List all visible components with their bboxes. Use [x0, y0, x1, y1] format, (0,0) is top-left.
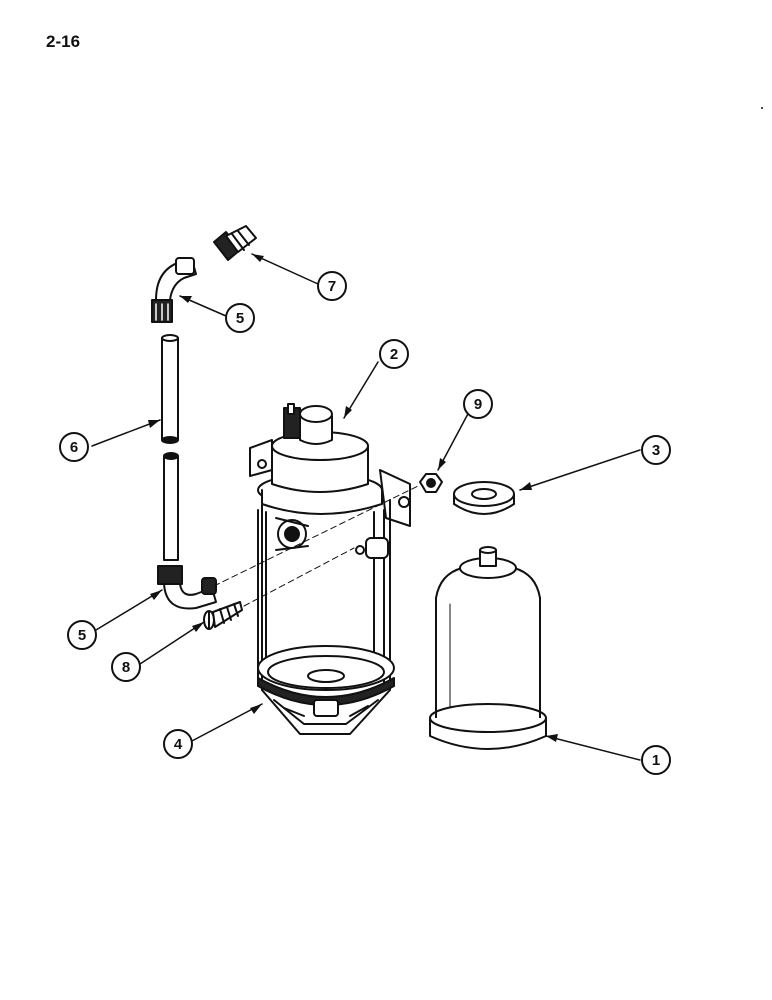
part-2-filter-head-assembly [249, 403, 411, 735]
scan-speck [761, 107, 763, 109]
svg-text:6: 6 [70, 439, 78, 456]
page-number: 2-16 [46, 32, 81, 51]
callout-3: 3 [641, 435, 671, 465]
svg-text:4: 4 [174, 736, 183, 753]
callout-5-upper: 5 [225, 303, 255, 333]
part-4-drain-bowl [257, 645, 395, 717]
svg-text:5: 5 [236, 310, 244, 327]
svg-text:7: 7 [328, 278, 336, 295]
callout-1: 1 [641, 745, 671, 775]
callout-5-lower: 5 [67, 620, 97, 650]
leader-arrowheads [148, 254, 558, 742]
svg-text:2: 2 [390, 346, 398, 363]
svg-text:8: 8 [122, 659, 130, 676]
part-3-seal [453, 481, 515, 515]
callout-9: 9 [463, 389, 493, 419]
callout-8: 8 [111, 652, 141, 682]
svg-text:9: 9 [474, 396, 482, 413]
callout-2: 2 [379, 339, 409, 369]
callout-6: 6 [59, 432, 89, 462]
part-1-filter-element [429, 546, 547, 750]
svg-text:5: 5 [78, 627, 86, 644]
part-7-hose-barb [213, 225, 257, 261]
part-6-fuel-tube [161, 334, 179, 561]
svg-text:3: 3 [652, 442, 660, 459]
part-9-nut [419, 473, 443, 493]
callout-7: 7 [317, 271, 347, 301]
part-5-lower-elbow [157, 565, 217, 610]
part-5-upper-elbow [151, 257, 197, 323]
part-8-screw [203, 601, 243, 630]
svg-text:1: 1 [652, 752, 660, 769]
callout-4: 4 [163, 729, 193, 759]
